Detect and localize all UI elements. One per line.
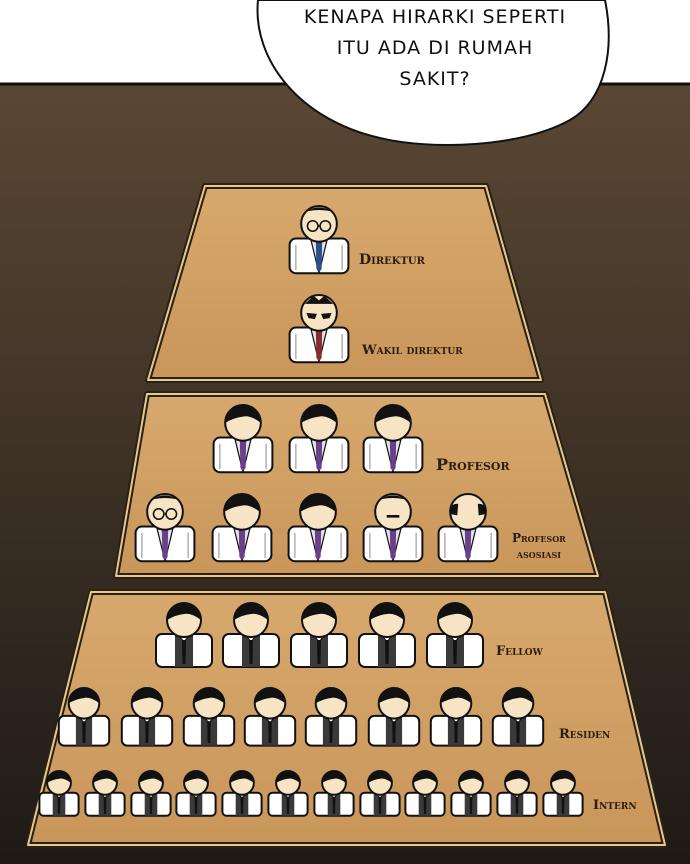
fellow-figure <box>358 602 416 668</box>
intern-figure <box>496 770 538 817</box>
intern-figure <box>404 770 446 817</box>
profesor-asosiasi-figure <box>134 493 196 563</box>
label-line: asosiasi <box>516 547 561 561</box>
residen-figure <box>367 687 421 747</box>
profesor-figure <box>288 404 350 474</box>
intern-figure <box>84 770 126 817</box>
residen-figure <box>182 687 236 747</box>
label-line: Profesor <box>512 531 566 545</box>
intern-figure <box>175 770 217 817</box>
wakil-direktur-figure <box>288 294 350 364</box>
intern-figure <box>38 770 80 817</box>
residen-figure <box>429 687 483 747</box>
label-direktur: Direktur <box>359 252 425 268</box>
bubble-line: KENAPA HIRARKI SEPERTI <box>303 6 567 28</box>
profesor-figure <box>212 404 274 474</box>
bubble-line: ITU ADA DI RUMAH <box>336 37 534 59</box>
intern-figure <box>130 770 172 817</box>
label-profesor-asosiasi: Profesor asosiasi <box>512 530 566 562</box>
residen-figure <box>57 687 111 747</box>
profesor-asosiasi-figure <box>211 493 273 563</box>
label-residen: Residen <box>559 727 611 742</box>
profesor-asosiasi-figure <box>362 493 424 563</box>
speech-bubble <box>256 0 610 146</box>
profesor-asosiasi-figure <box>437 493 499 563</box>
bubble-line: SAKIT? <box>399 68 471 90</box>
profesor-figure <box>362 404 424 474</box>
residen-figure <box>243 687 297 747</box>
fellow-figure <box>222 602 280 668</box>
label-intern: Intern <box>593 798 637 813</box>
direktur-figure <box>288 205 350 275</box>
fellow-figure <box>155 602 213 668</box>
intern-figure <box>359 770 401 817</box>
residen-figure <box>491 687 545 747</box>
residen-figure <box>120 687 174 747</box>
intern-figure <box>221 770 263 817</box>
intern-figure <box>450 770 492 817</box>
intern-figure <box>313 770 355 817</box>
fellow-figure <box>290 602 348 668</box>
speech-bubble-text: KENAPA HIRARKI SEPERTI ITU ADA DI RUMAH … <box>290 2 580 95</box>
residen-figure <box>304 687 358 747</box>
profesor-asosiasi-figure <box>287 493 349 563</box>
label-fellow: Fellow <box>496 644 543 659</box>
intern-figure <box>542 770 584 817</box>
label-wakil-direktur: Wakil direktur <box>362 343 463 358</box>
label-profesor: Profesor <box>436 455 510 474</box>
fellow-figure <box>426 602 484 668</box>
intern-figure <box>267 770 309 817</box>
